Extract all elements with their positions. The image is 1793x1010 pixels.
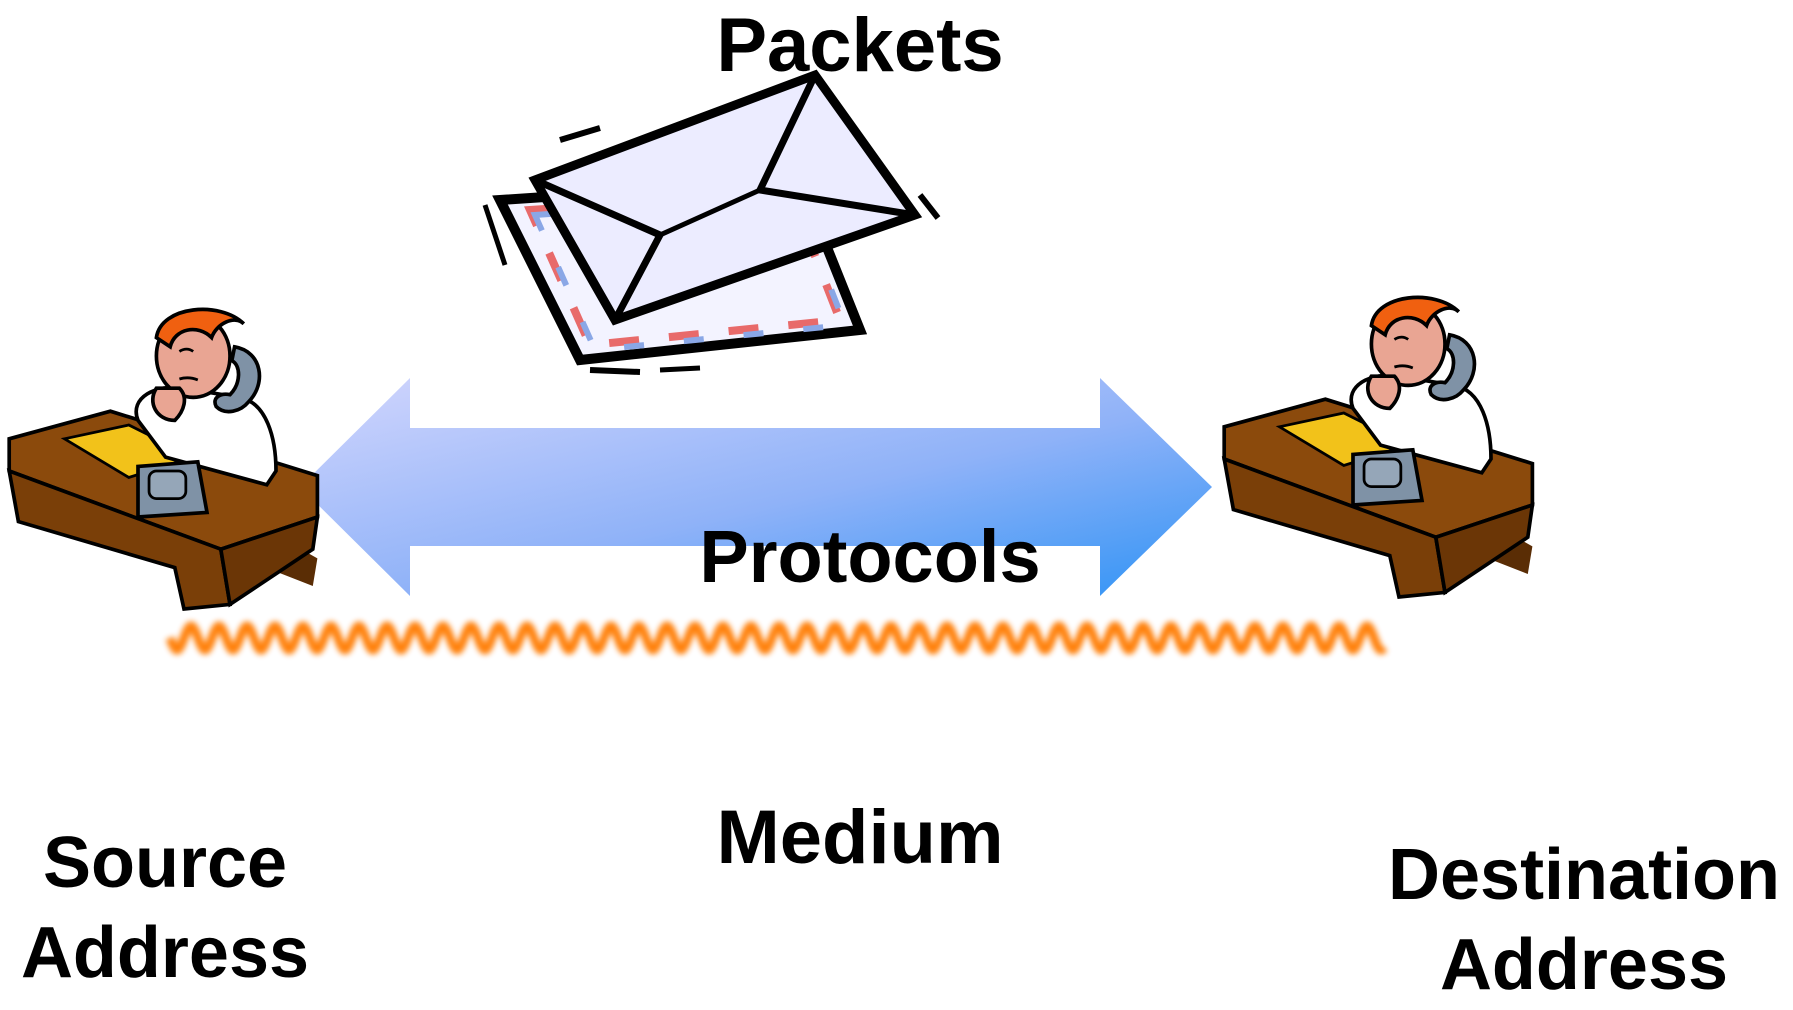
protocols-arrow xyxy=(300,378,1212,596)
source-label-line2: Address xyxy=(20,913,310,993)
destination-label-line1: Destination xyxy=(1387,835,1781,915)
source-person-icon xyxy=(7,307,320,611)
source-address-label: Source Address xyxy=(0,818,330,998)
packets-label: Packets xyxy=(716,3,1004,88)
destination-address-label: Destination Address xyxy=(1375,830,1793,1010)
protocols-label: Protocols xyxy=(699,515,1041,598)
medium-wave xyxy=(165,621,1388,655)
source-label-line1: Source xyxy=(42,823,288,903)
envelopes-icon xyxy=(482,69,941,375)
network-diagram xyxy=(7,69,1535,655)
medium-label: Medium xyxy=(716,795,1004,880)
destination-label-line2: Address xyxy=(1439,925,1729,1005)
destination-person-icon xyxy=(1222,295,1535,599)
